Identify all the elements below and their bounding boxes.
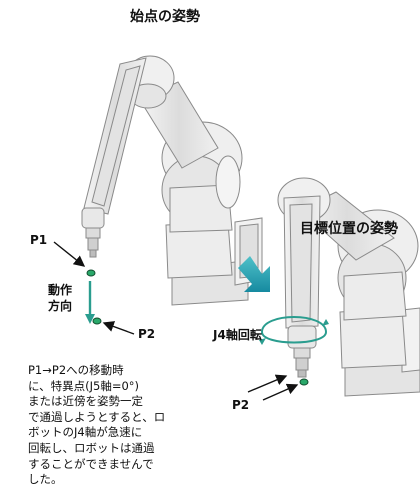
title-start-posture: 始点の姿勢 [130, 9, 200, 25]
note-pointer-arrow [247, 374, 288, 393]
note-line: することができませんで [28, 456, 154, 471]
p2-pointer-arrow-start [102, 321, 135, 335]
note-line: に、特異点(J5軸=0°) [28, 378, 140, 393]
p2-pointer-arrow-target [262, 383, 299, 401]
p2-point-start [92, 317, 102, 325]
note-line: ボットのJ4軸が急速に [28, 425, 143, 440]
robot-target-posture [277, 177, 420, 397]
p1-point [86, 269, 96, 277]
note-line: した。 [28, 472, 63, 487]
label-p1: P1 [30, 233, 48, 247]
title-target-posture: 目標位置の姿勢 [300, 221, 398, 237]
j4-arc-arrow-left [259, 338, 266, 345]
label-j4-rotation: J4軸回転 [213, 328, 262, 342]
label-motion-direction-line1: 動作 [48, 283, 73, 297]
label-motion-direction: 動作 方向 [48, 282, 72, 314]
note-line: または近傍を姿勢一定 [28, 394, 143, 409]
j4-rotation-arc-icon [261, 316, 328, 344]
note-line: で通過しようとすると、ロ [28, 409, 166, 424]
label-p2-start: P2 [138, 327, 156, 341]
note-line: 回転し、ロボットは通過 [28, 440, 155, 455]
note-text: P1→P2への移動時 に、特異点(J5軸=0°) または近傍を姿勢一定 で通過し… [28, 363, 258, 488]
note-line: P1→P2への移動時 [28, 363, 124, 377]
p1-pointer-arrow [53, 241, 86, 267]
transition-arrow [238, 256, 270, 292]
j4-arc-arrow-right [322, 319, 329, 326]
robot-start-posture [81, 55, 263, 306]
motion-direction-arrowhead [85, 314, 95, 324]
p2-point-target [299, 378, 309, 386]
label-motion-direction-line2: 方向 [48, 299, 73, 313]
label-p2-target: P2 [232, 398, 250, 412]
